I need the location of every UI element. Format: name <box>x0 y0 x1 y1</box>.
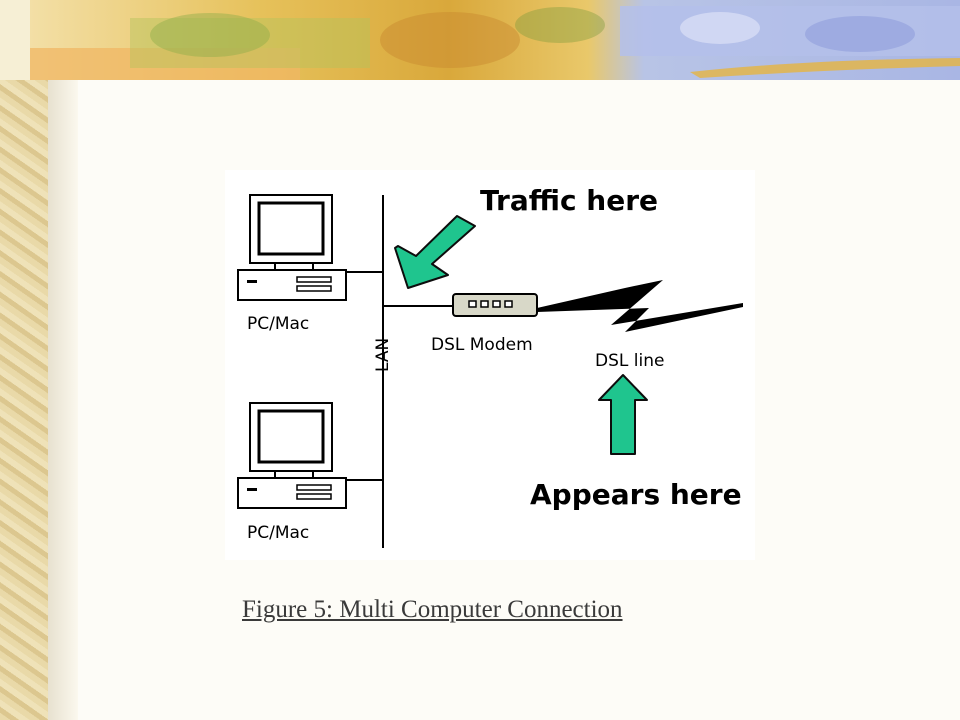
appears-arrow <box>598 374 648 455</box>
pc-bottom-label: PC/Mac <box>247 523 309 543</box>
figure-caption-link[interactable]: Figure 5: Multi Computer Connection <box>242 596 623 623</box>
appears-label: Appears here <box>530 478 742 511</box>
traffic-label: Traffic here <box>480 184 658 217</box>
left-texture-strip <box>0 0 48 720</box>
top-decorative-band <box>0 0 960 80</box>
lan-label: LAN <box>373 338 393 372</box>
pc-top-computer <box>237 194 347 301</box>
pc-bottom-computer <box>237 402 347 509</box>
dsl-modem-device <box>452 293 538 317</box>
network-diagram: LAN PC/Mac PC/Mac DSL Modem DSL line Tra… <box>225 170 755 560</box>
dsl-line-bolt <box>537 280 743 332</box>
pc-top-label: PC/Mac <box>247 314 309 334</box>
page-shadow <box>48 80 78 720</box>
traffic-arrow <box>394 215 476 289</box>
dsl-line-label: DSL line <box>595 351 664 371</box>
dsl-modem-label: DSL Modem <box>431 335 533 355</box>
